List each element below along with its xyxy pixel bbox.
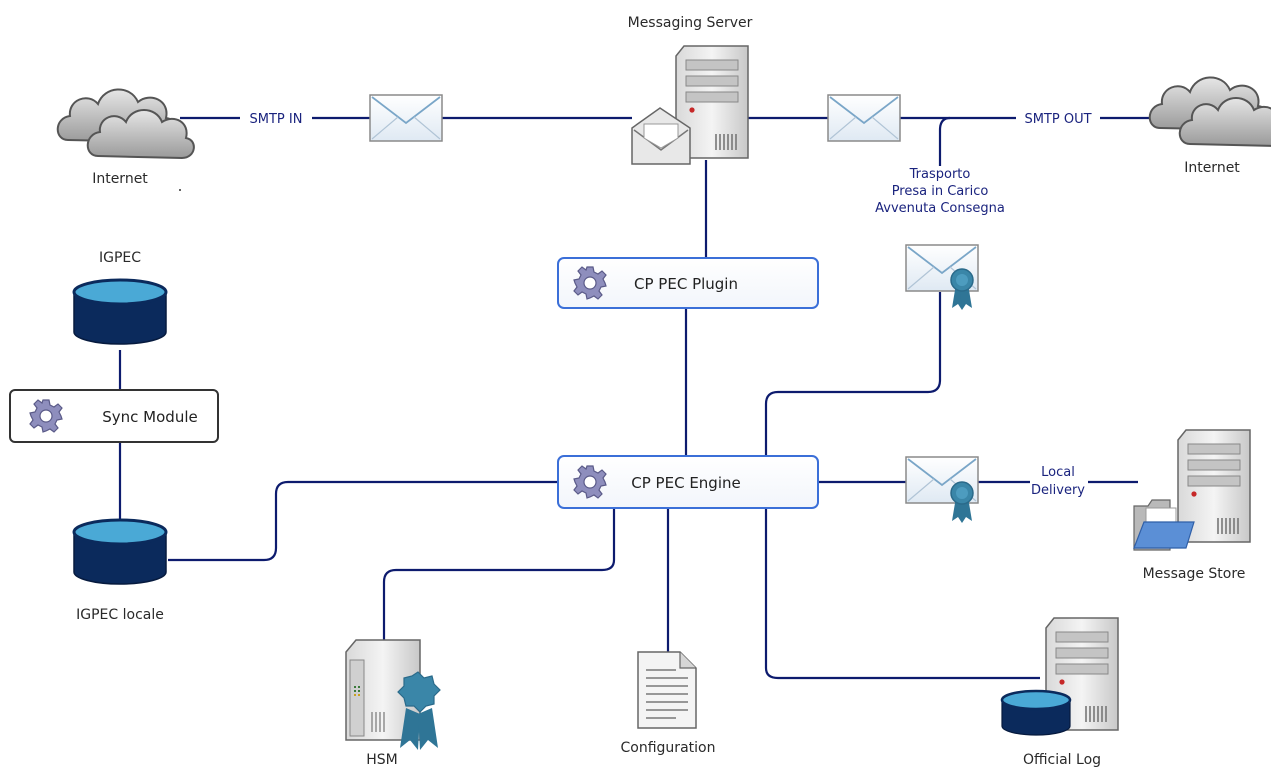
certified-envelope-icon	[905, 244, 979, 311]
receipt-type-taken-charge: Presa in Carico	[892, 184, 989, 199]
internet-right-label: Internet	[1184, 160, 1240, 176]
messaging-server-label: Messaging Server	[628, 15, 753, 31]
message-store-label: Message Store	[1143, 566, 1246, 582]
envelope-icon	[369, 94, 443, 142]
gear-icon	[573, 266, 607, 300]
cp-pec-engine-label: CP PEC Engine	[631, 474, 740, 492]
folder-icon	[1133, 499, 1195, 551]
document-icon	[637, 651, 697, 729]
configuration-node: Configuration	[621, 651, 716, 756]
gear-icon	[29, 399, 63, 433]
cloud-icon	[56, 88, 195, 159]
receipt-type-transport: Trasporto	[909, 167, 971, 182]
envelope-icon	[631, 107, 691, 165]
hsm-node: HSM	[345, 639, 441, 768]
sync-module-box[interactable]: Sync Module	[9, 389, 219, 443]
internet-left-label: Internet	[92, 171, 148, 187]
smtp-out-label: SMTP OUT	[1024, 112, 1091, 127]
local-delivery-label-1: Local	[1041, 465, 1075, 480]
official-log-node: Official Log	[1000, 617, 1119, 768]
gear-icon	[573, 465, 607, 499]
igpec-label: IGPEC	[99, 250, 141, 266]
cp-pec-plugin-label: CP PEC Plugin	[634, 275, 738, 293]
hsm-label: HSM	[366, 752, 398, 768]
smtp-in-label: SMTP IN	[250, 112, 303, 127]
database-icon	[72, 278, 168, 346]
official-log-label: Official Log	[1023, 752, 1101, 768]
igpec-node: IGPEC	[72, 250, 168, 346]
messaging-server-node: Messaging Server	[628, 15, 753, 165]
hsm-icon	[345, 639, 421, 741]
cp-pec-engine-box[interactable]: CP PEC Engine	[557, 455, 819, 509]
cp-pec-plugin-box[interactable]: CP PEC Plugin	[557, 257, 819, 309]
envelope-icon	[827, 94, 901, 142]
cloud-icon	[1148, 76, 1271, 147]
connection-lines	[118, 116, 1156, 680]
message-store-node: Message Store	[1133, 429, 1251, 582]
internet-left-node: Internet	[56, 88, 195, 191]
local-delivery-label-2: Delivery	[1031, 483, 1085, 498]
internet-right-node: Internet	[1148, 76, 1271, 176]
database-icon	[72, 518, 168, 586]
certified-envelope-icon	[905, 456, 979, 524]
receipt-type-delivered: Avvenuta Consegna	[875, 201, 1005, 216]
ribbon-icon	[397, 671, 441, 750]
igpec-locale-node: IGPEC locale	[72, 518, 168, 623]
database-icon	[1000, 689, 1072, 736]
igpec-locale-label: IGPEC locale	[76, 607, 164, 623]
configuration-label: Configuration	[621, 740, 716, 756]
sync-module-label: Sync Module	[102, 408, 197, 426]
